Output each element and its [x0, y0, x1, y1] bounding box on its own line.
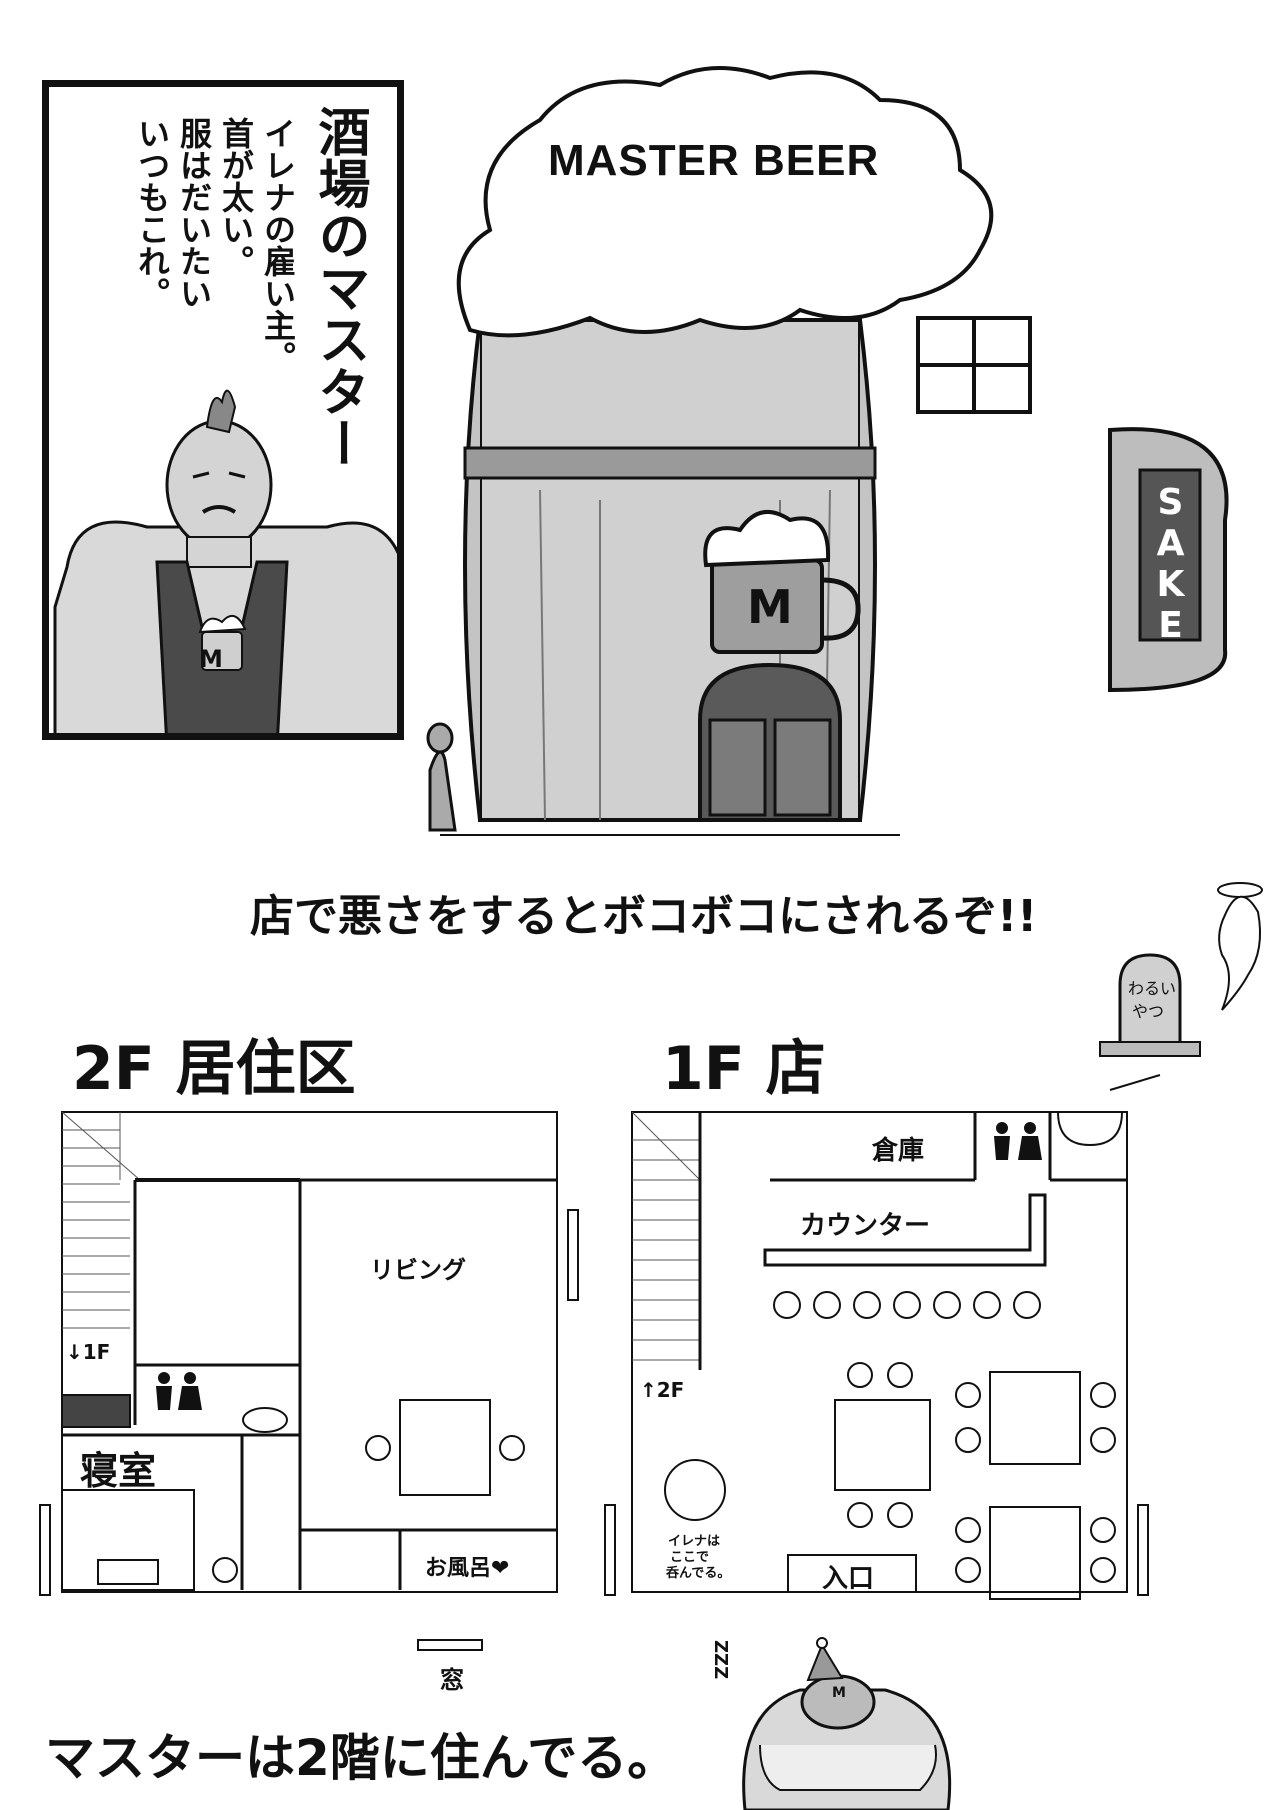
irena-note-2: ここで	[670, 1550, 710, 1565]
ghost-grave-illustration	[1099, 882, 1263, 1091]
grave-text-2: やつ	[1132, 1002, 1165, 1021]
floor1-counter-label: カウンター	[800, 1211, 931, 1241]
footer-caption: マスターは2階に住んでる。	[45, 1729, 678, 1787]
irena-note-3: 呑んでる。	[666, 1566, 731, 1581]
zzz-text: ZZZ	[710, 1640, 731, 1680]
floor1-entrance-label: 入口	[822, 1564, 875, 1594]
warning-text: 店で悪さをするとボコボコにされるぞ!!	[250, 891, 1038, 942]
floor2-bath-label: お風呂❤	[425, 1556, 510, 1581]
building-illustration	[426, 66, 1229, 836]
floor2-heading: 2F 居住区	[72, 1034, 356, 1104]
intro-line-1: イレナの雇い主。	[259, 117, 297, 373]
intro-panel: M 酒場のマスター イレナの雇い主。 首が太い。 服はだいたい いつもこれ。	[42, 80, 404, 740]
building-mug-mark: M	[747, 580, 793, 634]
intro-line-4: いつもこれ。	[133, 117, 171, 309]
floor1-storage-label: 倉庫	[872, 1136, 925, 1166]
intro-line-2: 首が太い。	[217, 117, 255, 277]
apron-mug-mark: M	[199, 645, 223, 673]
intro-title: 酒場のマスター	[309, 105, 369, 469]
master-illustration	[53, 389, 397, 733]
intro-line-3: 服はだいたい	[175, 117, 213, 309]
floor1-heading: 1F 店	[662, 1034, 826, 1104]
grave-text-1: わるい	[1128, 979, 1177, 998]
floor2-stairs-label: ↓1F	[66, 1340, 111, 1364]
floor2-window-label: 窓	[440, 1666, 464, 1694]
irena-note-1: イレナは	[668, 1534, 721, 1549]
side-sign: SAKE	[1150, 482, 1191, 646]
floor1-stairs-label: ↑2F	[640, 1378, 685, 1402]
floor2-living-label: リビング	[370, 1256, 466, 1284]
building-sign: MASTER BEER	[548, 136, 880, 185]
floor2-bedroom-label: 寝室	[80, 1449, 157, 1493]
sleeper-mark: M	[832, 1685, 846, 1701]
